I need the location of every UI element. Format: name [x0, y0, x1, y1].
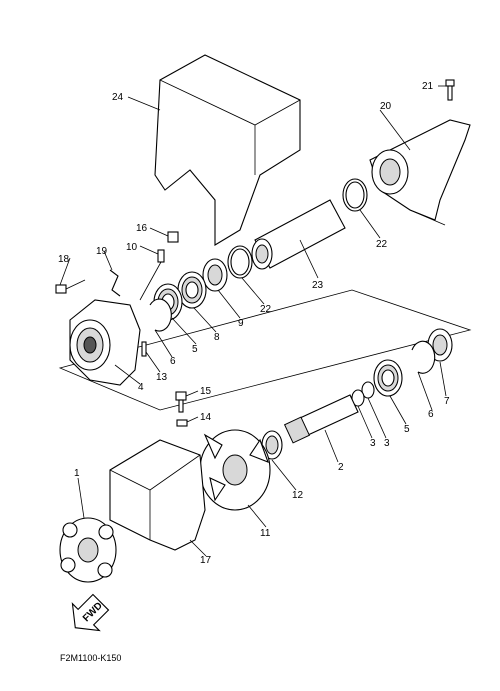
callout-11: 11: [260, 528, 271, 539]
callout-2: 2: [338, 462, 344, 473]
callout-22-lower: 22: [260, 304, 272, 315]
callout-6-upper: 6: [170, 356, 176, 367]
part-23-hose: [251, 199, 346, 270]
part-1-damper: [59, 517, 117, 583]
callout-15: 15: [200, 386, 212, 397]
callout-17: 17: [200, 555, 212, 566]
forward-arrow-icon: FWD: [71, 593, 110, 632]
part-20-intake-housing: [369, 119, 471, 226]
callout-19: 19: [96, 246, 108, 257]
callout-22-upper: 22: [376, 239, 388, 250]
callout-14: 14: [200, 412, 212, 423]
part-18-bolt: [55, 279, 86, 294]
callout-3-a: 3: [384, 438, 390, 449]
callout-7: 7: [444, 396, 450, 407]
callout-4: 4: [138, 382, 144, 393]
part-9-seal: [202, 258, 228, 292]
part-2-drive-shaft: [283, 394, 359, 444]
part-10-grease-nipple: [139, 249, 165, 301]
part-11-impeller: [199, 429, 271, 511]
callout-13: 13: [156, 372, 168, 383]
part-6-circlip-upper: [149, 298, 172, 332]
callout-18: 18: [58, 254, 70, 265]
part-14-washer: [176, 419, 188, 427]
part-13-pin: [141, 341, 147, 357]
part-24-cover: [154, 54, 301, 246]
callout-6-lower: 6: [428, 409, 434, 420]
leader-lines: [59, 85, 447, 557]
part-4-housing: [69, 299, 141, 386]
part-19-clip: [109, 269, 121, 297]
callout-24: 24: [112, 92, 124, 103]
callout-23: 23: [312, 280, 324, 291]
part-15-bolt: [175, 391, 187, 413]
part-16-cap: [167, 231, 179, 243]
callout-8: 8: [214, 332, 220, 343]
part-22-clamp-lower: [227, 245, 253, 279]
part-5-bearing-lower: [373, 359, 403, 397]
callout-20: 20: [380, 101, 392, 112]
callout-21: 21: [422, 81, 434, 92]
callout-1: 1: [74, 468, 80, 479]
callout-5-lower: 5: [404, 424, 410, 435]
part-22-clamp-upper: [342, 178, 368, 212]
callout-16: 16: [136, 223, 148, 234]
callout-9: 9: [238, 318, 244, 329]
part-17-cover: [109, 439, 206, 551]
callout-numbers: 24 21 20 22 23 22 9 8 5 6 16 10 19 18 13…: [58, 81, 450, 566]
assembly-plane-outline: [58, 289, 472, 411]
callout-10: 10: [126, 242, 138, 253]
part-21-bolt: [445, 79, 455, 101]
part-8-bearing: [177, 271, 207, 309]
callout-5-upper: 5: [192, 344, 198, 355]
callout-12: 12: [292, 490, 304, 501]
callout-3-b: 3: [370, 438, 376, 449]
part-6-circlip-lower: [411, 340, 436, 374]
diagram-code: F2M1100-K150: [60, 653, 121, 663]
